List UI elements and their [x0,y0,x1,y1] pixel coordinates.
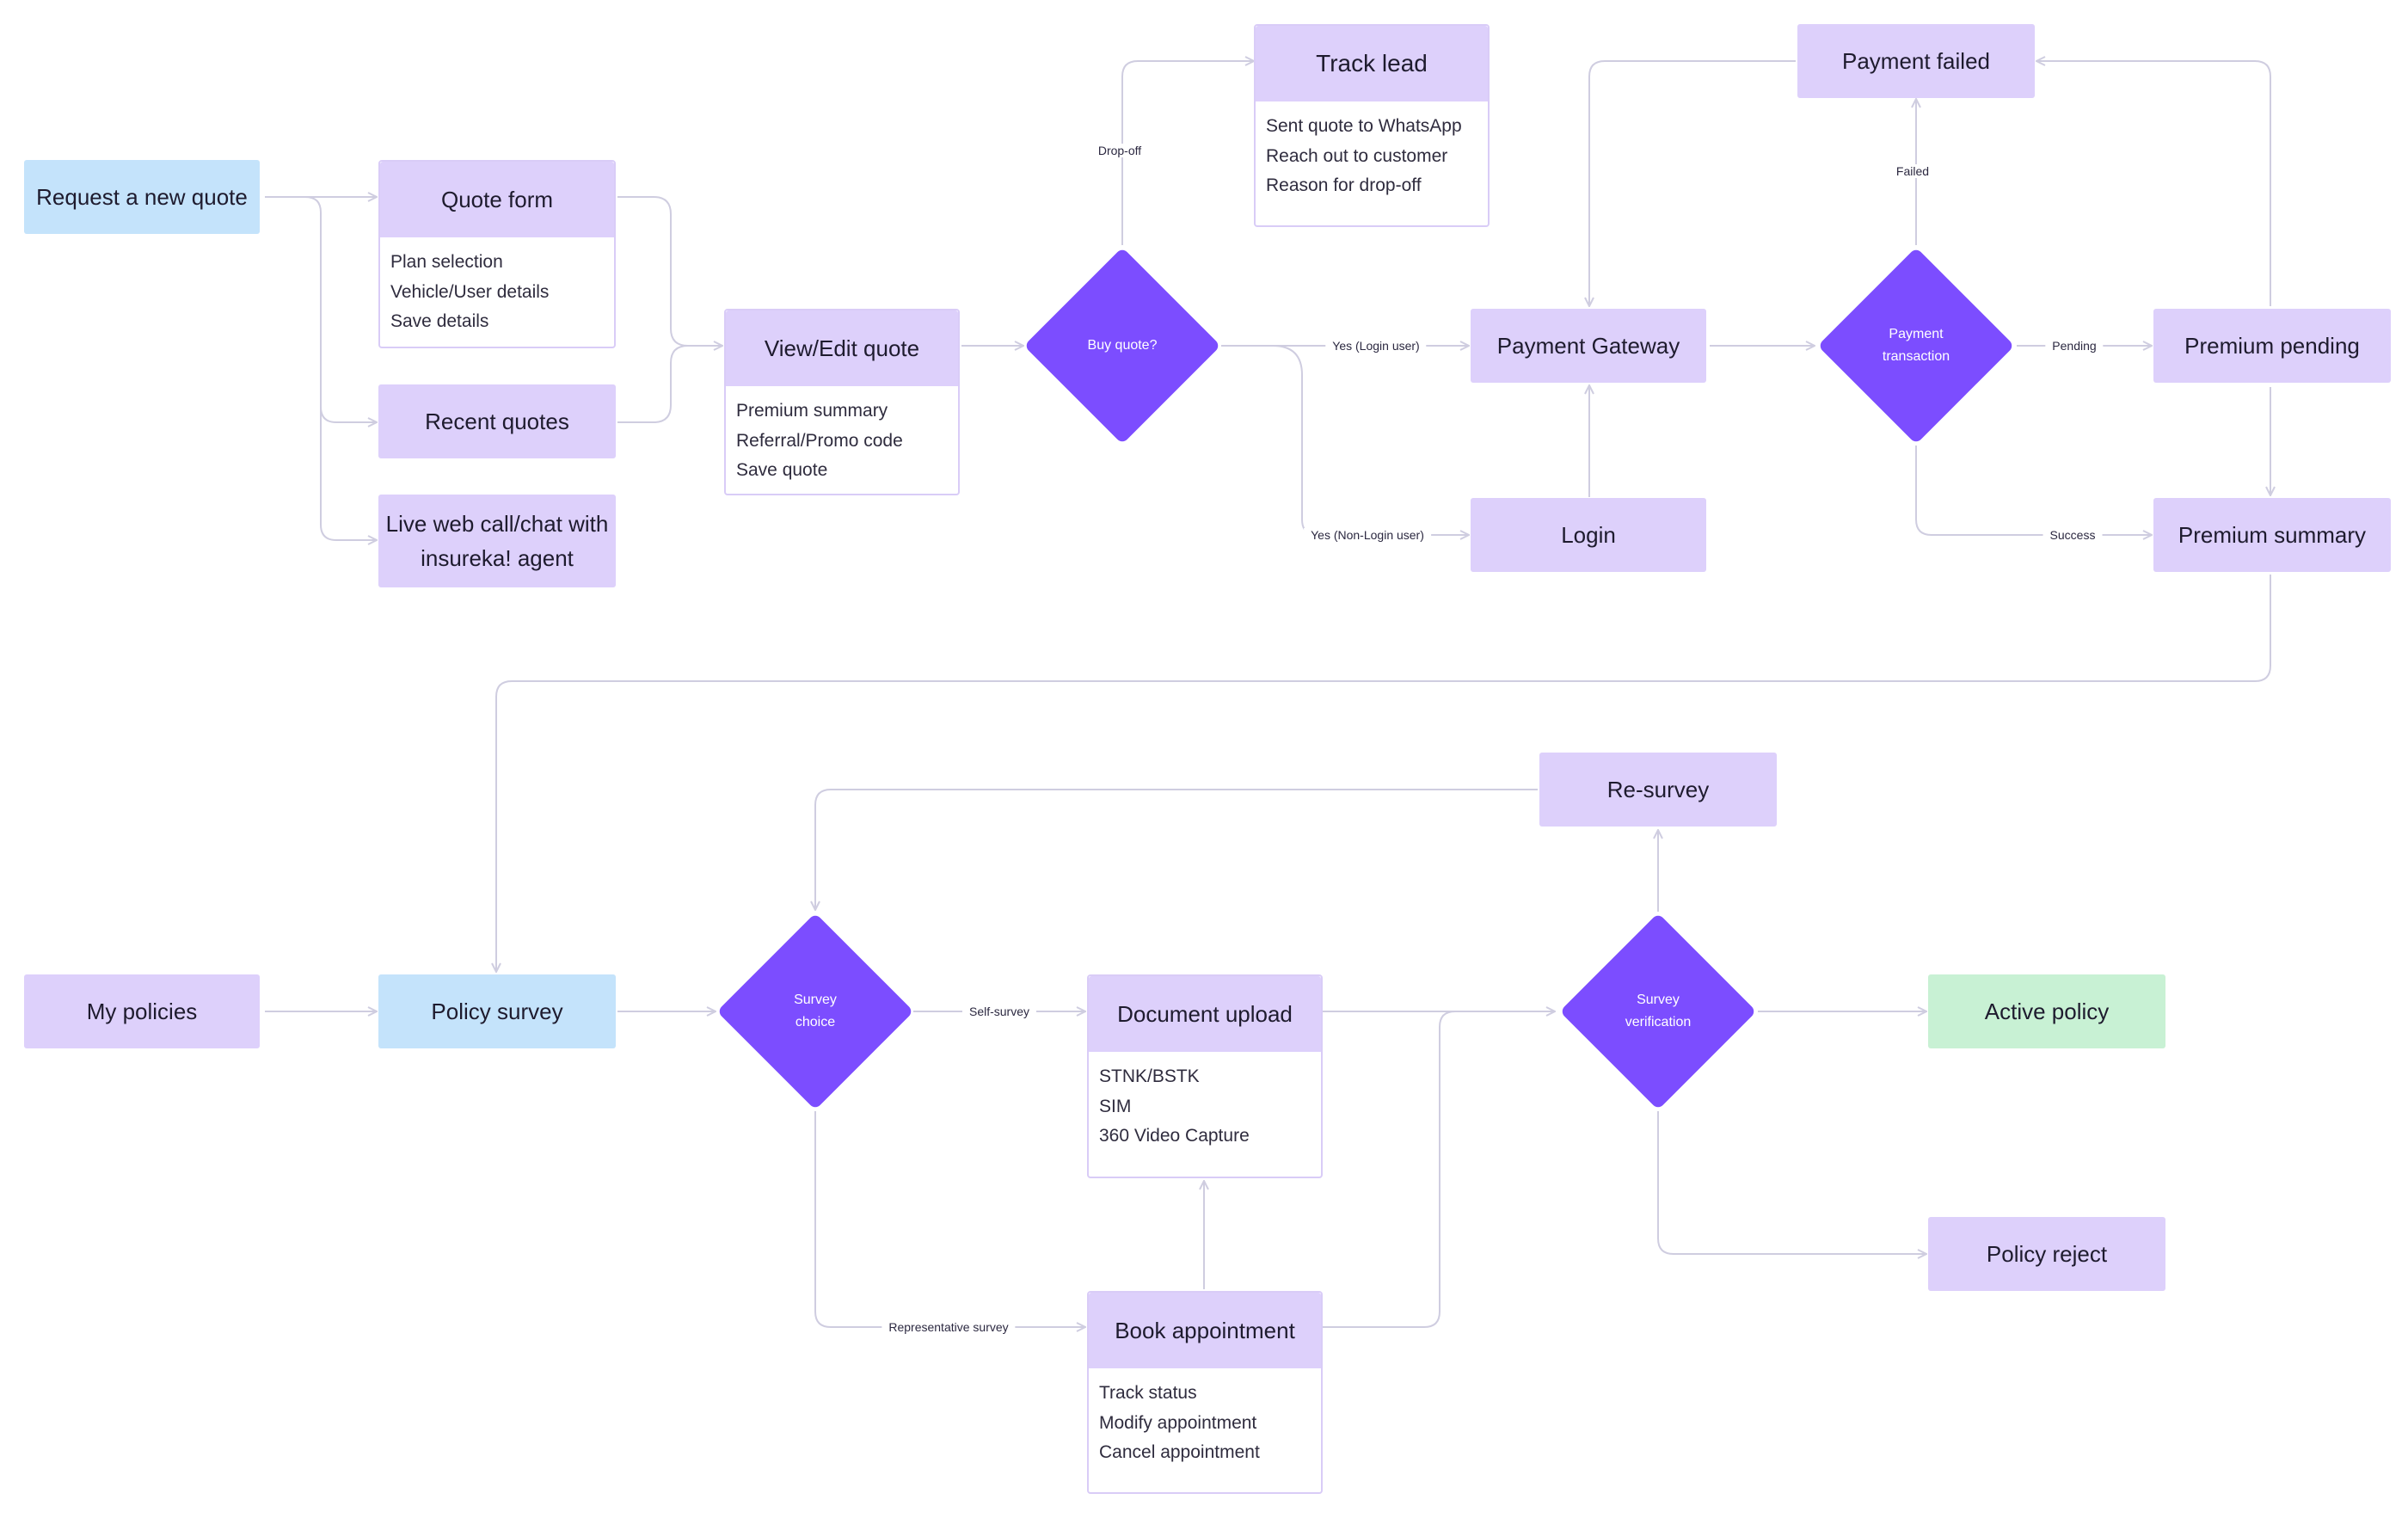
edge-verification-to-policy-reject [1657,1111,1926,1254]
document-upload-node[interactable]: Document upload STNK/BSTK SIM 360 Video … [1087,974,1323,1178]
edge-choice-to-book-appointment [814,1111,1085,1327]
policy-survey-label: Policy survey [378,974,616,1048]
quote-form-items: Plan selection Vehicle/User details Save… [390,248,607,337]
document-upload-item: SIM [1099,1096,1132,1116]
my-policies-label: My policies [24,974,260,1048]
live-agent-line-1: Live web call/chat with [385,510,609,537]
track-lead-item: Reach out to customer [1266,145,1448,166]
view-edit-quote-node[interactable]: View/Edit quote Premium summary Referral… [724,309,960,495]
edge-request-to-live-agent [320,407,377,540]
edge-premium-summary-to-policy-survey [496,575,2271,972]
live-agent-line-2: insureka! agent [421,545,574,571]
request-quote-node[interactable]: Request a new quote [24,160,260,234]
recent-quotes-node[interactable]: Recent quotes [378,384,616,458]
edge-label-success: Success [2042,528,2103,542]
track-lead-item: Sent quote to WhatsApp [1266,116,1462,136]
payment-failed-label: Payment failed [1797,24,2035,98]
edge-quote-form-to-view-edit [617,196,722,346]
login-label: Login [1471,498,1706,572]
edge-label-representative-survey: Representative survey [882,1320,1016,1334]
premium-summary-label: Premium summary [2153,498,2391,572]
edge-label-failed: Failed [1889,164,1937,178]
buy-quote-label: Buy quote? [1087,338,1158,353]
policy-reject-label: Policy reject [1928,1217,2165,1291]
track-lead-title: Track lead [1256,26,1488,101]
quote-form-item: Save details [390,311,489,331]
premium-pending-node[interactable]: Premium pending [2153,309,2391,383]
premium-summary-node[interactable]: Premium summary [2153,498,2391,572]
view-edit-quote-items: Premium summary Referral/Promo code Save… [736,396,951,486]
edge-recent-quotes-to-view-edit [617,345,689,423]
book-appointment-items: Track status Modify appointment Cancel a… [1099,1379,1314,1468]
re-survey-label: Re-survey [1539,753,1777,827]
login-node[interactable]: Login [1471,498,1706,572]
view-edit-quote-title: View/Edit quote [726,310,958,386]
live-agent-node[interactable]: Live web call/chat with insureka! agent [378,495,616,587]
active-policy-label: Active policy [1928,974,2165,1048]
survey-verification-label: Survey verification [1625,989,1691,1034]
policy-reject-node[interactable]: Policy reject [1928,1217,2165,1291]
document-upload-items: STNK/BSTK SIM 360 Video Capture [1099,1062,1314,1152]
view-edit-quote-item: Premium summary [736,401,888,421]
view-edit-quote-item: Save quote [736,460,828,480]
premium-pending-label: Premium pending [2153,309,2391,383]
edge-appointment-to-verification [1323,1011,1456,1328]
recent-quotes-label: Recent quotes [378,384,616,458]
policy-survey-node[interactable]: Policy survey [378,974,616,1048]
book-appointment-title: Book appointment [1089,1293,1321,1368]
track-lead-item: Reason for drop-off [1266,175,1422,195]
book-appointment-item: Cancel appointment [1099,1442,1260,1462]
edge-transaction-to-premium-summary [1915,446,2152,535]
book-appointment-item: Modify appointment [1099,1412,1257,1433]
edge-request-to-recent-quotes [265,196,377,422]
payment-failed-node[interactable]: Payment failed [1797,24,2035,98]
quote-form-item: Plan selection [390,252,503,272]
quote-form-item: Vehicle/User details [390,281,550,302]
edge-re-survey-to-choice [815,789,1538,910]
edge-buy-quote-to-track-lead [1121,61,1254,245]
active-policy-node[interactable]: Active policy [1928,974,2165,1048]
quote-form-title: Quote form [380,162,614,237]
payment-gateway-node[interactable]: Payment Gateway [1471,309,1706,383]
payment-transaction-line-2: transaction [1882,349,1950,364]
request-quote-label: Request a new quote [24,160,260,234]
survey-choice-line-1: Survey [794,993,837,1007]
re-survey-node[interactable]: Re-survey [1539,753,1777,827]
live-agent-label: Live web call/chat with insureka! agent [378,495,616,587]
document-upload-title: Document upload [1089,976,1321,1052]
document-upload-item: STNK/BSTK [1099,1066,1200,1086]
document-upload-item: 360 Video Capture [1099,1126,1250,1146]
edge-label-drop-off: Drop-off [1090,144,1149,157]
edge-buy-quote-to-login [1272,345,1469,535]
quote-form-node[interactable]: Quote form Plan selection Vehicle/User d… [378,160,616,348]
edge-label-pending: Pending [2045,339,2104,353]
view-edit-quote-item: Referral/Promo code [736,430,903,451]
survey-choice-line-2: choice [795,1015,836,1029]
book-appointment-item: Track status [1099,1383,1197,1403]
track-lead-items: Sent quote to WhatsApp Reach out to cust… [1266,112,1481,201]
survey-verification-line-2: verification [1625,1015,1692,1029]
track-lead-node[interactable]: Track lead Sent quote to WhatsApp Reach … [1254,24,1490,227]
edge-payment-failed-to-gateway [1589,60,1796,306]
my-policies-node[interactable]: My policies [24,974,260,1048]
edge-pending-to-payment-failed [2036,61,2271,306]
edge-label-yes-non-login-user: Yes (Non-Login user) [1304,528,1431,542]
survey-verification-line-1: Survey [1637,993,1680,1007]
edge-label-yes-login-user: Yes (Login user) [1325,339,1427,353]
survey-choice-label: Survey choice [794,989,837,1034]
payment-gateway-label: Payment Gateway [1471,309,1706,383]
payment-transaction-line-1: Payment [1889,327,1944,341]
book-appointment-node[interactable]: Book appointment Track status Modify app… [1087,1291,1323,1494]
payment-transaction-label: Payment transaction [1883,323,1950,368]
edge-label-self-survey: Self-survey [961,1005,1037,1018]
